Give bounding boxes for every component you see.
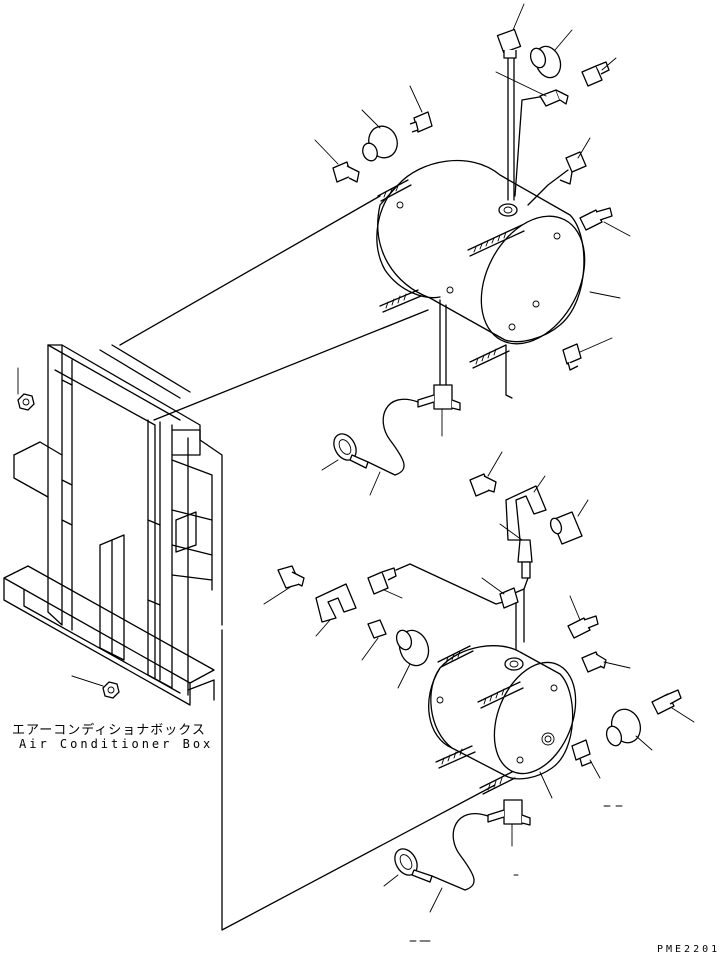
component-label-japanese: エアーコンディショナボックス <box>12 723 206 738</box>
upper-pipe <box>439 57 569 389</box>
routing-line <box>153 309 429 421</box>
straight-connector-icon <box>499 523 533 579</box>
threaded-stud-icon <box>437 645 474 668</box>
routing-line <box>505 344 513 399</box>
drawing-code: PME2201 <box>657 944 721 955</box>
routing-line <box>221 629 496 931</box>
routing-line <box>199 439 223 626</box>
elbow-fitting-icon <box>314 139 360 183</box>
straight-connector-icon <box>263 565 305 605</box>
elbow-fitting-icon <box>581 57 617 87</box>
leader-line <box>71 675 104 687</box>
threaded-stud-icon <box>377 179 412 202</box>
straight-connector-icon <box>567 595 599 639</box>
leader-line <box>539 771 553 799</box>
threaded-stud-icon <box>469 344 510 369</box>
component-label-english: Air Conditioner Box <box>19 737 214 751</box>
elbow-fitting-icon <box>495 71 569 107</box>
elbow-fitting-icon <box>559 137 591 185</box>
elbow-fitting-icon <box>581 651 631 673</box>
straight-connector-icon <box>469 451 503 497</box>
hose-coupling-icon <box>605 708 653 751</box>
threaded-stud-icon <box>467 224 525 257</box>
elbow-fitting-icon <box>571 739 601 779</box>
hex-nut-icon <box>17 367 35 411</box>
straight-connector-icon <box>367 567 403 599</box>
threaded-stud-icon <box>435 745 476 769</box>
leader-line <box>589 291 621 299</box>
tee-fitting-icon <box>505 475 547 541</box>
threaded-stud-icon <box>479 771 516 795</box>
straight-connector-icon <box>361 619 387 661</box>
hose-coupling-icon <box>529 29 573 79</box>
pull-cable <box>383 813 489 913</box>
air-conditioner-box-frame <box>3 344 215 706</box>
elbow-fitting-icon <box>481 577 519 609</box>
straight-connector-icon <box>579 207 631 237</box>
hose-coupling-icon <box>395 629 430 689</box>
lower-air-tank <box>428 645 577 780</box>
threaded-stud-icon <box>379 289 422 313</box>
hex-nut-icon <box>71 675 120 699</box>
routing-line <box>119 195 381 346</box>
drain-valve-icon <box>487 799 531 847</box>
straight-connector-icon <box>651 689 695 723</box>
pull-cable <box>321 398 419 496</box>
drain-valve-icon <box>417 384 461 437</box>
hose-coupling-icon <box>549 499 589 545</box>
threaded-stud-icon <box>477 681 524 709</box>
hose-coupling-icon <box>361 109 398 162</box>
upper-air-tank <box>376 159 586 345</box>
elbow-fitting-icon <box>562 337 613 371</box>
elbow-fitting-icon <box>409 85 433 133</box>
elbow-fitting-icon <box>496 3 525 59</box>
tee-fitting-icon <box>315 583 357 637</box>
